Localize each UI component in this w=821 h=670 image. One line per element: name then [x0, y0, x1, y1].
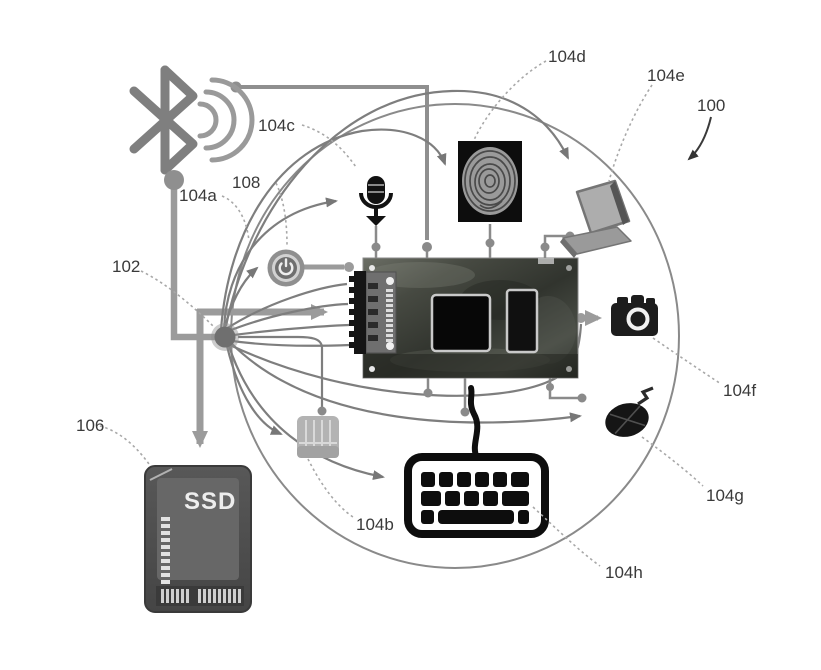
label-mouse: 104g [706, 486, 744, 505]
label-keyboard: 104h [605, 563, 643, 582]
bluetooth-waves-icon [197, 77, 255, 163]
edge-connector [349, 271, 397, 354]
ssd-icon: SSD [144, 465, 252, 613]
bluetooth-node-dot [164, 170, 184, 190]
leader-104f [652, 337, 722, 385]
line-hub-to-memorycard [225, 345, 283, 436]
line-hub-to-fingerprint [219, 128, 447, 331]
soc-die [430, 293, 492, 353]
line-hub-to-mouse [230, 342, 582, 424]
ssd-text: SSD [184, 488, 236, 515]
keyboard-cable [467, 385, 481, 461]
label-laptop: 104e [647, 66, 685, 85]
line-hub-bundle-1 [225, 282, 348, 330]
line-hub-bundle-3 [225, 323, 350, 338]
motherboard-image [349, 257, 579, 379]
leader-104g [641, 436, 704, 487]
mouse-icon [605, 403, 649, 437]
label-camera: 104f [723, 381, 756, 400]
reference-labels: 100 102 104a 108 104c 104d 104e 104f 104… [76, 47, 756, 582]
line-memorycard-up [238, 335, 324, 411]
leader-106 [99, 425, 150, 465]
camera-icon [611, 295, 658, 336]
memory-card-icon [297, 416, 339, 458]
label-ssd: 106 [76, 416, 104, 435]
line-top-node [236, 85, 429, 240]
line-board-to-laptop [543, 234, 566, 243]
laptop-icon [560, 179, 632, 258]
line-hub-to-laptop [224, 89, 569, 327]
label-bluetooth: 104a [179, 186, 217, 205]
memory-die [505, 288, 539, 354]
line-board-to-mouse-node [548, 378, 578, 400]
power-button-icon [267, 249, 305, 287]
bluetooth-icon [129, 65, 198, 175]
keyboard-icon [404, 385, 549, 538]
line-hub-bundle-4 [225, 338, 351, 347]
leader-102 [140, 270, 215, 328]
leader-104e [608, 84, 653, 182]
fingerprint-icon [458, 141, 522, 222]
microphone-icon [359, 176, 393, 226]
leader-lines [99, 60, 722, 567]
line-hub-bundle-2 [225, 302, 349, 334]
label-system: 100 [697, 96, 725, 115]
hub-node [211, 323, 239, 351]
label-fingerprint: 104d [548, 47, 586, 66]
label-memory-card: 104b [356, 515, 394, 534]
label-power-button: 108 [232, 173, 260, 192]
mouse-cable [637, 386, 654, 406]
leader-104c [301, 124, 357, 168]
label-hub: 102 [112, 257, 140, 276]
leader-100-arrow [687, 116, 712, 161]
leader-104a [221, 195, 250, 242]
leader-104b [307, 458, 354, 518]
leader-108 [275, 182, 288, 246]
line-hub-to-keyboard [227, 345, 385, 481]
label-microphone: 104c [258, 116, 295, 135]
